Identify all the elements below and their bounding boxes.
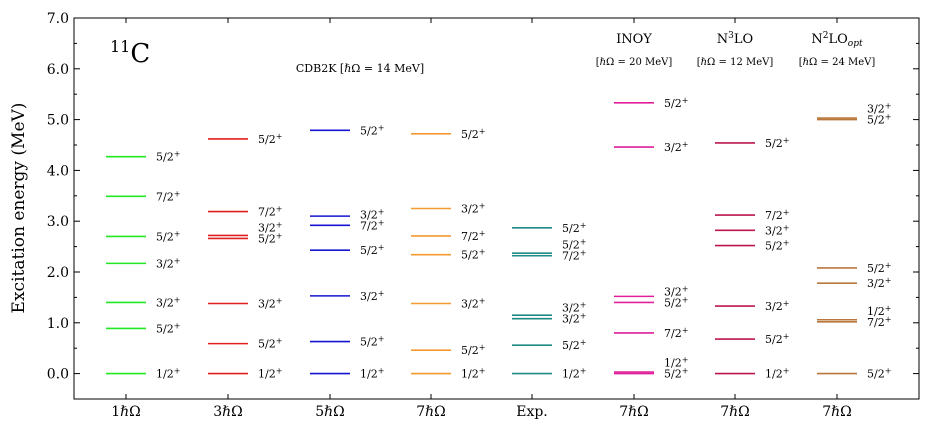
y-tick-label: 6.0 [47, 62, 69, 78]
level-label: 5/2+ [664, 367, 688, 381]
level-label: 5/2+ [156, 321, 180, 335]
y-tick-label: 5.0 [47, 113, 69, 129]
level-label: 7/2+ [664, 326, 688, 340]
level-label: 3/2+ [562, 312, 586, 326]
column-subheader: [ℏΩ = 24 MeV] [799, 57, 876, 68]
level-label: 5/2+ [258, 132, 282, 146]
level-label: 5/2+ [867, 367, 891, 381]
level-label: 5/2+ [360, 243, 384, 257]
nucleus-symbol: C [130, 39, 150, 69]
level-label: 7/2+ [258, 205, 282, 219]
level-label: 5/2+ [867, 261, 891, 275]
level-label: 1/2+ [360, 367, 384, 381]
column-header: INOY [616, 32, 652, 47]
y-axis-title: Excitation energy (MeV) [9, 103, 29, 314]
level-label: 1/2+ [156, 367, 180, 381]
level-label: 3/2+ [258, 220, 282, 234]
level-label: 3/2+ [664, 140, 688, 154]
level-label: 3/2+ [258, 296, 282, 310]
y-axis: 0.0 1.0 2.0 3.0 4.0 5.0 6.0 7.0 [47, 11, 919, 400]
level-label: 3/2+ [360, 289, 384, 303]
x-tick-label: 5ℏΩ [315, 404, 345, 420]
level-label: 5/2+ [258, 231, 282, 245]
level-label: 1/2+ [664, 356, 688, 370]
level-label: 1/2+ [461, 367, 485, 381]
level-label: 1/2+ [765, 367, 789, 381]
level-label: 3/2+ [156, 256, 180, 270]
level-label: 5/2+ [156, 229, 180, 243]
level-label: 7/2+ [867, 315, 891, 329]
y-tick-label: 0.0 [47, 367, 69, 383]
level-label: 3/2+ [360, 207, 384, 221]
level-label: 5/2+ [765, 332, 789, 346]
x-tick-label: 7ℏΩ [619, 404, 649, 420]
level-label: 5/2+ [562, 338, 586, 352]
level-label: 5/2+ [156, 150, 180, 164]
level-label: 3/2+ [461, 296, 485, 310]
level-label: 5/2+ [765, 136, 789, 150]
level-label: 5/2+ [360, 335, 384, 349]
level-label: 1/2+ [562, 367, 586, 381]
level-label: 5/2+ [461, 248, 485, 262]
levels-layer: 1/2+5/2+3/2+3/2+5/2+7/2+5/2+1/2+5/2+3/2+… [106, 96, 891, 381]
y-tick-label: 1.0 [47, 316, 69, 332]
x-tick-label: 7ℏΩ [720, 404, 750, 420]
level-label: 1/2+ [867, 304, 891, 318]
level-label: 5/2+ [461, 343, 485, 357]
level-label: 3/2+ [664, 284, 688, 298]
nucleus-label: 11C [110, 37, 150, 69]
level-label: 7/2+ [765, 208, 789, 222]
level-label: 5/2+ [562, 221, 586, 235]
y-tick-label: 3.0 [47, 214, 69, 230]
level-label: 5/2+ [562, 238, 586, 252]
x-tick-label: 3ℏΩ [213, 404, 243, 420]
nucleus-mass: 11 [110, 37, 130, 56]
level-label: 1/2+ [258, 367, 282, 381]
level-label: 3/2+ [461, 202, 485, 216]
y-tick-label: 2.0 [47, 265, 69, 281]
level-label: 5/2+ [360, 123, 384, 137]
x-axis: 1ℏΩ 3ℏΩ 5ℏΩ 7ℏΩ Exp. 7ℏΩ 7ℏΩ 7ℏΩ [111, 18, 852, 420]
level-label: 5/2+ [867, 113, 891, 127]
level-label: 3/2+ [562, 301, 586, 315]
column-subheader: [ℏΩ = 12 MeV] [697, 57, 774, 68]
y-tick-label: 4.0 [47, 163, 69, 179]
level-label: 5/2+ [258, 337, 282, 351]
level-label: 5/2+ [664, 295, 688, 309]
level-label: 7/2+ [562, 249, 586, 263]
x-tick-label: Exp. [516, 404, 548, 420]
column-subheader: [ℏΩ = 20 MeV] [596, 57, 673, 68]
level-label: 5/2+ [664, 96, 688, 110]
x-tick-label: 7ℏΩ [416, 404, 446, 420]
level-label: 3/2+ [156, 295, 180, 309]
level-label: 3/2+ [867, 276, 891, 290]
plot-frame [73, 17, 920, 400]
level-label: 5/2+ [765, 239, 789, 253]
level-label: 3/2+ [867, 102, 891, 116]
level-label: 5/2+ [461, 127, 485, 141]
cdb-label: CDB2K [ℏΩ = 14 MeV] [296, 62, 424, 75]
y-tick-label: 7.0 [47, 11, 69, 27]
headers-layer: INOY [ℏΩ = 20 MeV] N3LO [ℏΩ = 12 MeV] N2LOop… [596, 31, 876, 68]
level-label: 7/2+ [461, 229, 485, 243]
level-label: 7/2+ [360, 218, 384, 232]
level-label: 3/2+ [765, 223, 789, 237]
x-tick-label: 1ℏΩ [111, 404, 141, 420]
level-label: 3/2+ [765, 299, 789, 313]
level-label: 7/2+ [156, 189, 180, 203]
x-tick-label: 7ℏΩ [822, 404, 852, 420]
column-header: N3LO [717, 31, 753, 47]
column-header: N2LOopt [811, 31, 863, 49]
